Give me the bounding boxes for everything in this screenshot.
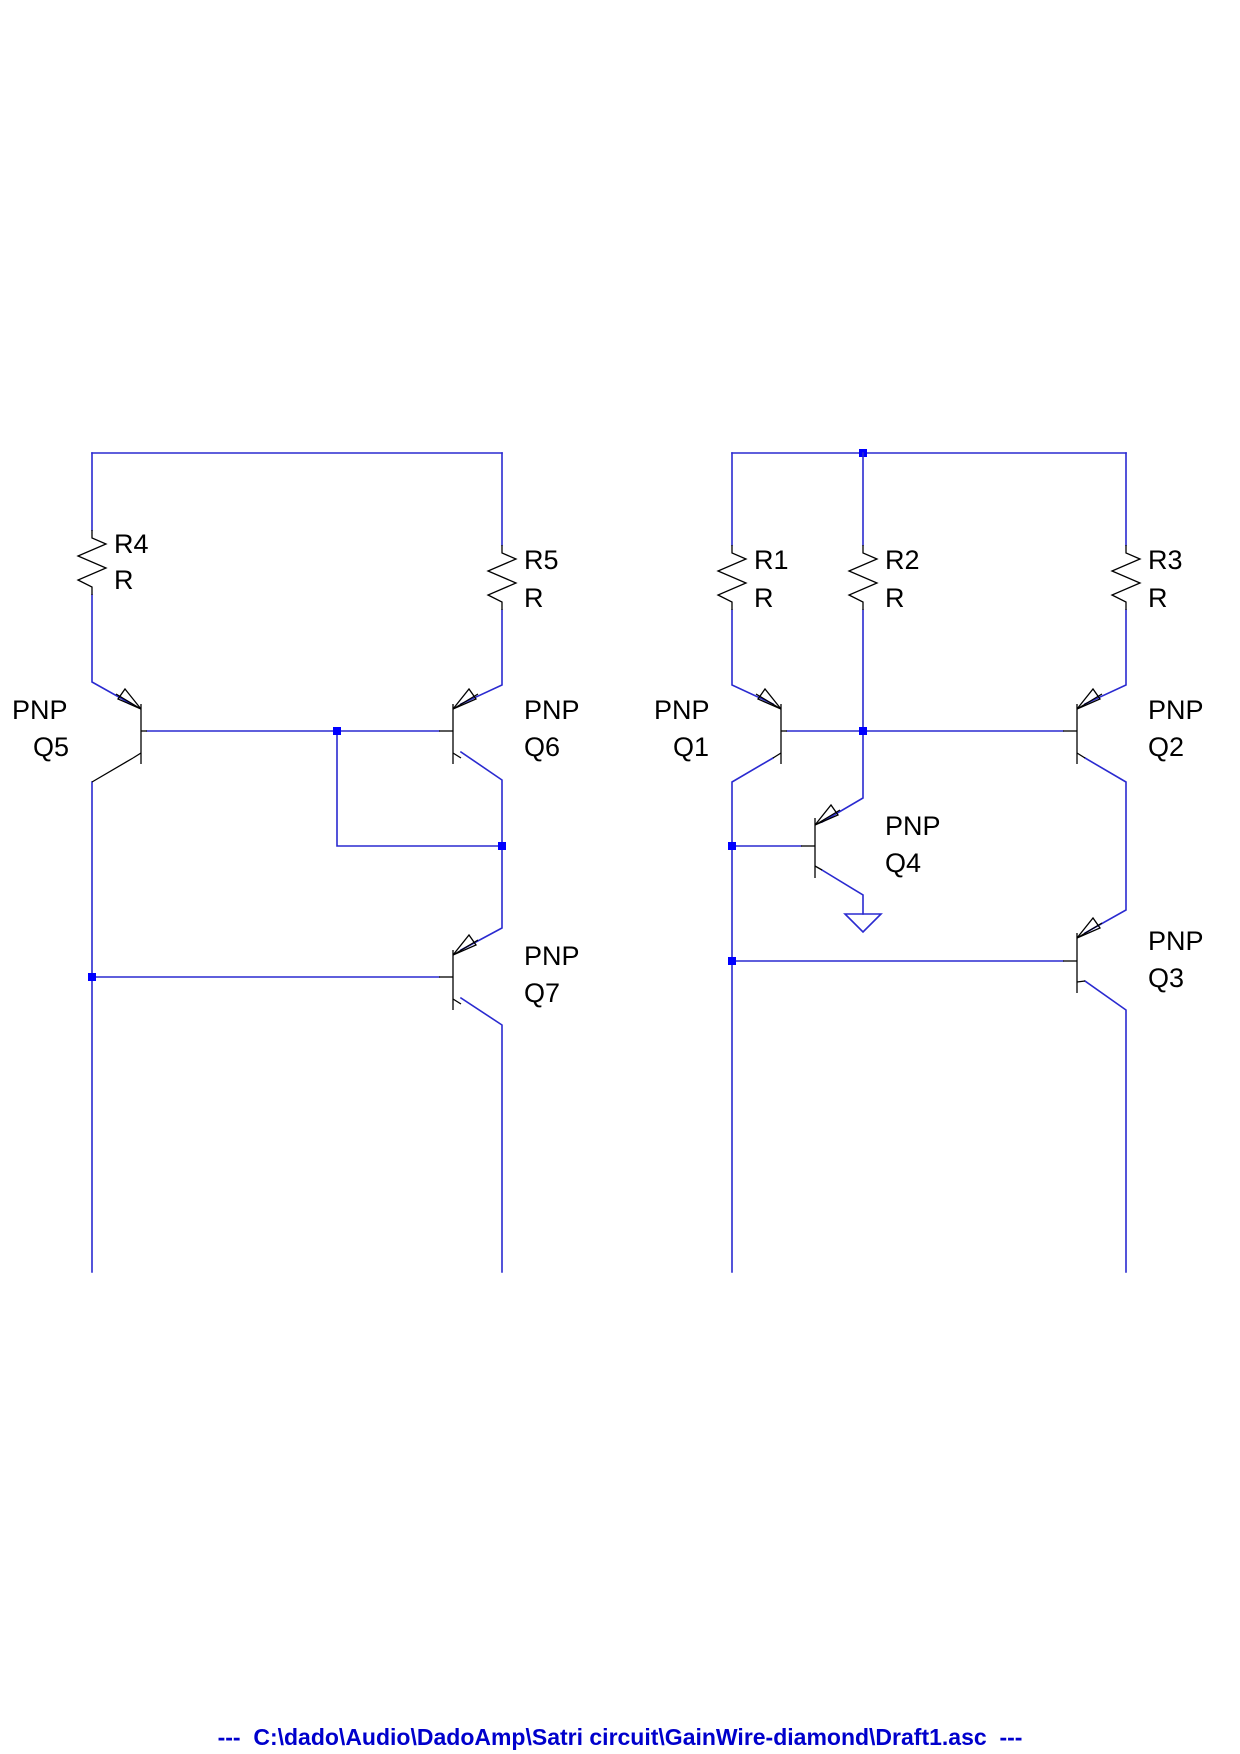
- transistor-q4-symbol: [801, 803, 841, 878]
- transistor-type-label: PNP: [524, 941, 580, 971]
- resistor-value-label: R: [1148, 583, 1168, 613]
- wire-r3-col-mid: [1083, 609, 1127, 706]
- wire-q6-diode-loop: [336, 730, 503, 847]
- wire-q7-collector: [459, 996, 503, 1273]
- transistor-type-label: PNP: [1148, 926, 1204, 956]
- transistor-q1-symbol: [755, 687, 787, 764]
- resistor-value-label: R: [114, 565, 134, 595]
- resistor-ref-label: R4: [114, 529, 149, 559]
- transistor-type-label: PNP: [1148, 695, 1204, 725]
- left-circuit: R4 R R5 R PNP Q5 PNP Q6: [12, 452, 580, 1273]
- junction-dot: [728, 957, 736, 965]
- right-circuit: R1 R R2 R R3 R PNP Q1: [654, 449, 1204, 1273]
- resistor-r2-symbol: [847, 545, 879, 610]
- wire-r2-col-mid: [820, 609, 864, 824]
- resistor-ref-label: R3: [1148, 545, 1183, 575]
- wire-q1-collector: [731, 756, 775, 1273]
- transistor-q7-symbol: [439, 933, 479, 1010]
- wire-r5-col-mid: [459, 609, 503, 706]
- resistor-value-label: R: [524, 583, 544, 613]
- resistor-value-label: R: [885, 583, 905, 613]
- junction-dot: [859, 727, 867, 735]
- transistor-ref-label: Q2: [1148, 732, 1184, 762]
- transistor-q2-symbol: [1063, 687, 1103, 764]
- transistor-ref-label: Q5: [33, 732, 69, 762]
- wire-q2-to-q3: [1083, 756, 1127, 935]
- resistor-r5-symbol: [486, 545, 518, 610]
- transistor-ref-label: Q7: [524, 978, 560, 1008]
- resistor-r4-symbol: [76, 530, 108, 595]
- wire-q4-collector: [820, 868, 864, 915]
- junction-dot: [88, 973, 96, 981]
- wire-q6-to-q7: [459, 750, 503, 952]
- transistor-ref-label: Q4: [885, 848, 921, 878]
- resistor-ref-label: R2: [885, 545, 920, 575]
- transistor-ref-label: Q1: [673, 732, 709, 762]
- transistor-type-label: PNP: [12, 695, 68, 725]
- transistor-ref-label: Q6: [524, 732, 560, 762]
- junction-dot: [728, 842, 736, 850]
- footer-file-path: --- C:\dado\Audio\DadoAmp\Satri circuit\…: [218, 1724, 1023, 1750]
- transistor-q5-symbol: [91, 687, 147, 783]
- transistor-type-label: PNP: [524, 695, 580, 725]
- resistor-ref-label: R5: [524, 545, 559, 575]
- junction-dot: [498, 842, 506, 850]
- resistor-value-label: R: [754, 583, 774, 613]
- resistor-ref-label: R1: [754, 545, 789, 575]
- transistor-q3-symbol: [1063, 916, 1103, 993]
- transistor-type-label: PNP: [885, 811, 941, 841]
- ground-symbol: [843, 913, 883, 934]
- transistor-q6-symbol: [439, 687, 479, 764]
- wire-q3-collector: [1083, 979, 1127, 1273]
- wire-left-col-mid: [91, 594, 135, 707]
- transistor-type-label: PNP: [654, 695, 710, 725]
- wire-r1-col-mid: [731, 609, 775, 706]
- junction-dot: [333, 727, 341, 735]
- resistor-r1-symbol: [716, 545, 748, 610]
- resistor-r3-symbol: [1110, 545, 1142, 610]
- transistor-ref-label: Q3: [1148, 963, 1184, 993]
